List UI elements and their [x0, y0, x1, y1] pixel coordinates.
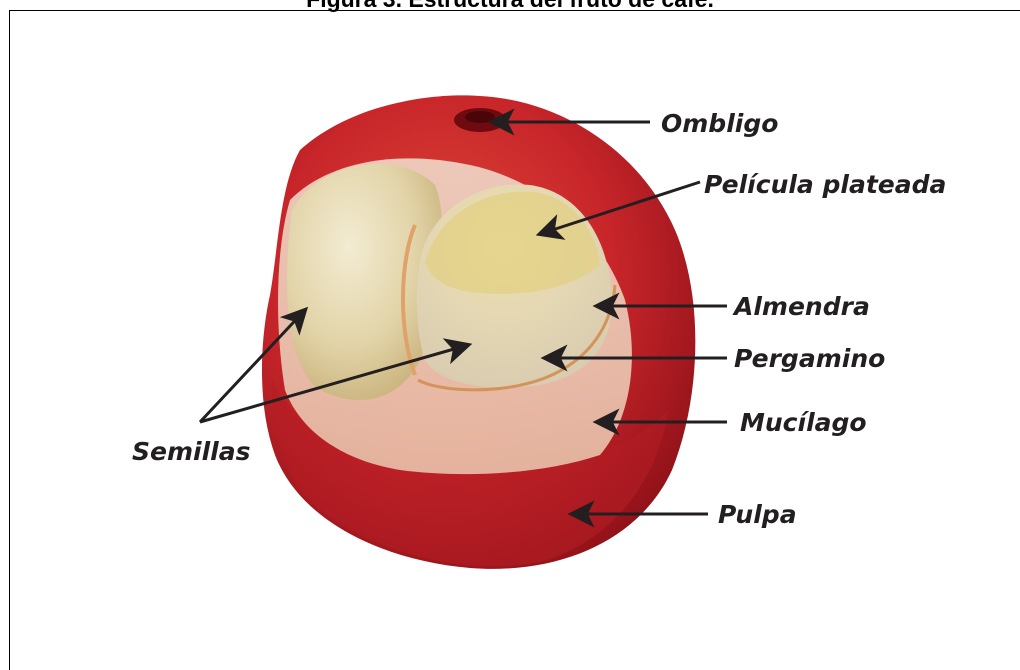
label-ombligo: Ombligo: [661, 109, 778, 138]
navel-center: [465, 111, 495, 123]
label-mucilago: Mucílago: [740, 408, 867, 437]
coffee-cherry: [262, 95, 695, 569]
label-semillas: Semillas: [132, 437, 250, 466]
label-pelicula: Película plateada: [704, 170, 946, 199]
label-pergamino: Pergamino: [734, 344, 885, 373]
coffee-cherry-diagram: Ombligo Película plateada Almendra Perga…: [0, 0, 1020, 641]
label-pulpa: Pulpa: [718, 500, 797, 529]
label-almendra: Almendra: [732, 292, 870, 321]
